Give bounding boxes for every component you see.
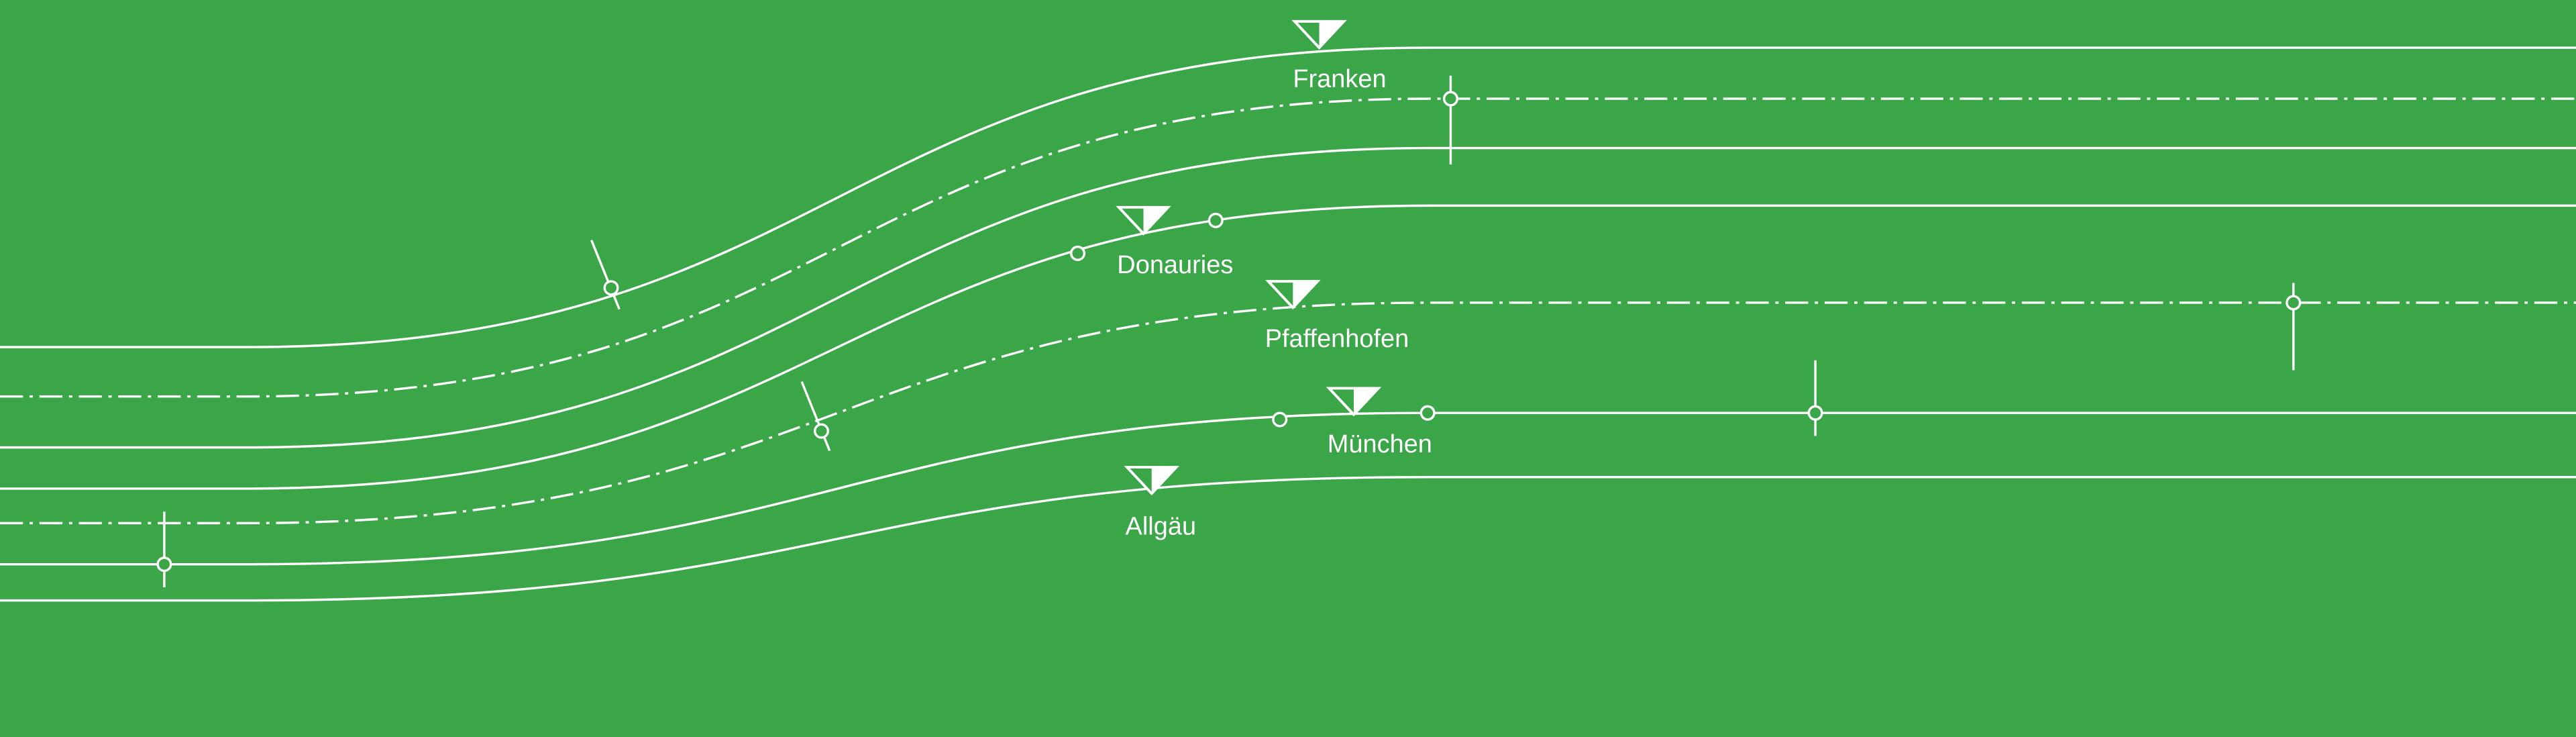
- station-marker-icon: [1124, 466, 1179, 496]
- station-label-franken: Franken: [1293, 65, 1386, 93]
- line-3: [0, 146, 2576, 449]
- stop-circle: [1272, 411, 1288, 428]
- station-label-pfaffenhofen: Pfaffenhofen: [1265, 325, 1409, 353]
- station-marker-icon: [1265, 280, 1321, 310]
- stop-circle: [1070, 245, 1086, 261]
- station-marker-icon: [1291, 19, 1347, 50]
- station-marker-icon: [1116, 205, 1171, 236]
- station-label-muenchen: München: [1328, 430, 1432, 458]
- line-franken: [0, 46, 2576, 348]
- crossing-marker: [590, 240, 621, 310]
- crossing-marker: [2286, 283, 2302, 371]
- line-muenchen: [0, 411, 2576, 566]
- crossing-marker: [1807, 360, 1823, 436]
- station-label-allgaeu: Allgäu: [1126, 513, 1197, 541]
- station-label-donauries: Donauries: [1117, 251, 1233, 279]
- crossing-marker: [800, 381, 831, 452]
- stop-circle: [1208, 212, 1224, 228]
- line-allgaeu: [0, 476, 2576, 602]
- crossing-marker: [156, 511, 172, 587]
- line-dashdot-upper: [0, 97, 2576, 398]
- station-marker-icon: [1326, 387, 1382, 417]
- stop-circle: [1419, 405, 1436, 421]
- crossing-marker: [1442, 75, 1458, 165]
- line-dashdot-pfaffenhofen: [0, 301, 2576, 525]
